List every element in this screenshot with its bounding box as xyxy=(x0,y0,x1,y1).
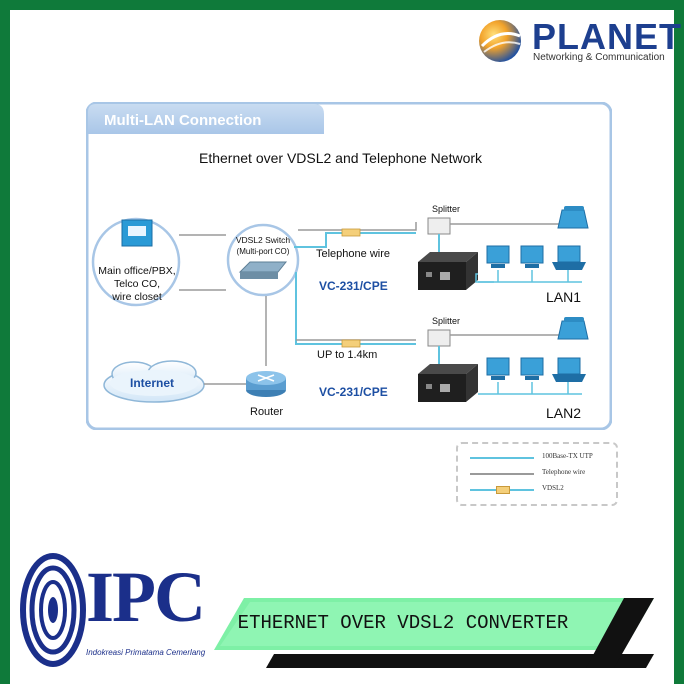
diagram-border xyxy=(86,102,612,430)
frame-border-left xyxy=(0,0,10,684)
telephone-wire-label: Telephone wire xyxy=(316,248,390,260)
frame-border-top xyxy=(0,0,684,10)
lan1-laptop-icon xyxy=(552,245,586,270)
switch-device-front xyxy=(240,272,278,279)
diagram-tab-title: Multi-LAN Connection xyxy=(104,112,261,129)
lan1-pc-1-icon xyxy=(486,245,510,268)
lan2-laptop-icon xyxy=(552,357,586,382)
legend-item-telephone: Telephone wire xyxy=(470,468,610,480)
legend-vdsl2-tag xyxy=(496,486,510,494)
pbx-icon-screen xyxy=(128,226,146,236)
internet-cloud-icon xyxy=(103,360,205,403)
legend-utp-label: 100Base-TX UTP xyxy=(542,452,593,460)
switch-to-splitter1-vdsl xyxy=(294,232,416,248)
vdsl-tag-1 xyxy=(341,228,361,237)
lan1-label: LAN1 xyxy=(546,289,581,305)
legend-telephone-swatch xyxy=(470,473,534,475)
splitter-2-label: Splitter xyxy=(432,316,460,326)
vc231-cpe-1-device xyxy=(418,252,478,290)
planet-logo: PLANET Networking & Communication xyxy=(476,14,681,66)
legend-item-utp: 100Base-TX UTP xyxy=(470,452,610,464)
switch-to-splitter2-vdsl xyxy=(295,272,416,345)
lan2-pc-1-icon xyxy=(486,357,510,380)
lan1-pc-2-icon xyxy=(520,245,544,268)
ipc-logo: IPC Indokreasi Primatama Cemerlang xyxy=(20,552,206,672)
cpe-1-label: VC-231/CPE xyxy=(319,279,388,293)
network-diagram: Multi-LAN Connection Ethernet over VDSL2… xyxy=(86,102,612,430)
ipc-swirl-icon xyxy=(20,553,86,667)
planet-tagline: Networking & Communication xyxy=(533,52,665,63)
legend-vdsl2-label: VDSL2 xyxy=(542,484,564,492)
planet-wordmark: PLANET xyxy=(532,16,682,57)
distance-label: UP to 1.4km xyxy=(317,349,377,361)
main-office-line-2: Telco CO, xyxy=(114,278,160,290)
legend-utp-swatch xyxy=(470,457,534,459)
switch-label-line-1: VDSL2 Switch xyxy=(236,235,291,245)
ipc-tagline: Indokreasi Primatama Cemerlang xyxy=(86,648,206,657)
product-banner: ETHERNET OVER VDSL2 CONVERTER xyxy=(214,598,654,668)
main-office-line-3: wire closet xyxy=(111,291,162,303)
switch-label-line-2: (Multi-port CO) xyxy=(237,247,290,256)
lan2-label: LAN2 xyxy=(546,405,581,421)
router-label: Router xyxy=(250,406,283,418)
vc231-cpe-2-device xyxy=(418,364,478,402)
main-office-circle xyxy=(91,217,181,307)
banner-shape xyxy=(214,598,654,668)
ipc-wordmark: IPC xyxy=(86,557,206,637)
diagram-legend: 100Base-TX UTP Telephone wire VDSL2 xyxy=(456,442,618,506)
telephone-1-icon xyxy=(557,206,589,229)
splitter-1-label: Splitter xyxy=(432,204,460,214)
switch-to-splitter1-gray xyxy=(298,222,417,231)
telephone-2-icon xyxy=(557,317,589,340)
cpe-2-label: VC-231/CPE xyxy=(319,385,388,399)
diagram-tab xyxy=(88,104,324,134)
splitter-1-icon xyxy=(427,217,451,235)
vdsl-tag-2 xyxy=(341,339,361,348)
main-office-line-1: Main office/PBX, xyxy=(98,265,175,277)
lan2-pc-2-icon xyxy=(520,357,544,380)
banner-title: ETHERNET OVER VDSL2 CONVERTER xyxy=(237,612,569,634)
legend-item-vdsl2: VDSL2 xyxy=(470,484,610,496)
frame-border-right xyxy=(674,0,684,684)
diagram-heading: Ethernet over VDSL2 and Telephone Networ… xyxy=(199,150,483,166)
legend-telephone-label: Telephone wire xyxy=(542,468,586,476)
splitter-2-icon xyxy=(427,329,451,347)
planet-globe-icon xyxy=(479,20,521,62)
internet-label: Internet xyxy=(130,376,174,390)
router-icon xyxy=(246,371,286,397)
